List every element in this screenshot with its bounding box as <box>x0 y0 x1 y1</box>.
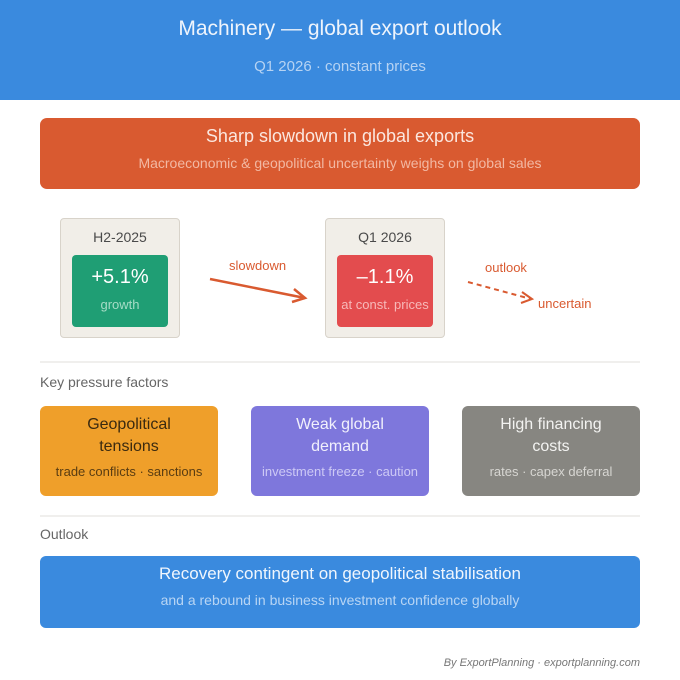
outlook-box: Recovery contingent on geopolitical stab… <box>40 556 640 628</box>
period-card-q1-2026: Q1 2026 –1.1% at const. prices <box>325 218 445 338</box>
factor-subtitle: trade conflicts · sanctions <box>55 464 203 479</box>
factor-title-line2: tensions <box>99 438 159 455</box>
dashed-outlook-arrow-icon <box>467 281 535 304</box>
metric-caption: at const. prices <box>341 297 429 312</box>
alert-subtitle: Macroeconomic & geopolitical uncertainty… <box>138 155 542 171</box>
header-banner: Machinery — global export outlook Q1 202… <box>0 0 680 100</box>
slowdown-alert-box: Sharp slowdown in global exports Macroec… <box>40 118 640 189</box>
factor-title: High financing costs <box>462 414 640 458</box>
factors-section-label: Key pressure factors <box>40 374 169 390</box>
factor-title-line1: Weak global <box>296 416 384 433</box>
period-label: H2-2025 <box>93 229 147 245</box>
factor-title: Geopolitical tensions <box>40 414 218 458</box>
uncertain-label: uncertain <box>538 296 592 311</box>
outlook-title: Recovery contingent on geopolitical stab… <box>159 564 521 583</box>
outlook-arrow-label: outlook <box>485 260 527 275</box>
page-subtitle: Q1 2026 · constant prices <box>254 58 426 75</box>
growth-metric: +5.1% growth <box>72 255 168 327</box>
section-divider <box>40 361 640 363</box>
slowdown-arrow-icon <box>209 277 308 304</box>
period-card-h2-2025: H2-2025 +5.1% growth <box>60 218 180 338</box>
alert-title: Sharp slowdown in global exports <box>205 126 475 146</box>
factor-subtitle: investment freeze · caution <box>261 464 419 479</box>
metric-value: +5.1% <box>91 266 149 288</box>
metric-caption: growth <box>100 297 140 312</box>
factor-title-line2: costs <box>532 438 570 455</box>
section-divider <box>40 515 640 517</box>
decline-metric: –1.1% at const. prices <box>337 255 433 327</box>
factor-title-line1: High financing <box>500 416 602 433</box>
footer-credit: By ExportPlanning · exportplanning.com <box>443 657 640 669</box>
factor-card-geopolitical: Geopolitical tensions trade conflicts · … <box>40 406 218 496</box>
page-title: Machinery — global export outlook <box>178 17 502 40</box>
outlook-section-label: Outlook <box>40 526 89 542</box>
factor-card-weak-demand: Weak global demand investment freeze · c… <box>251 406 429 496</box>
factor-title-line1: Geopolitical <box>87 416 171 433</box>
metric-value: –1.1% <box>356 266 414 288</box>
factor-subtitle: rates · capex deferral <box>489 464 613 479</box>
slowdown-label: slowdown <box>229 258 287 273</box>
factor-card-financing-costs: High financing costs rates · capex defer… <box>462 406 640 496</box>
period-label: Q1 2026 <box>358 229 412 245</box>
outlook-subtitle: and a rebound in business investment con… <box>160 592 520 608</box>
factor-title-line2: demand <box>311 438 369 455</box>
factor-title: Weak global demand <box>251 414 429 458</box>
